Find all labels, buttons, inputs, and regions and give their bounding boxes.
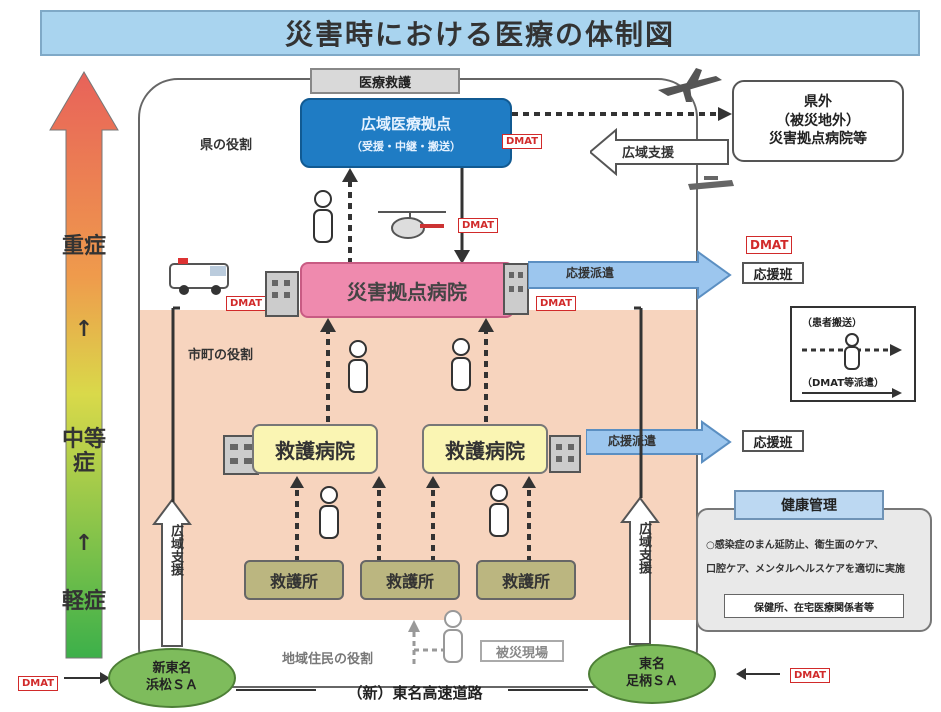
first-aid-station-1: 救護所	[244, 560, 344, 600]
outside-line2: （被災地外）	[776, 112, 860, 129]
base-title: 広域医療拠点	[360, 114, 451, 133]
medical-aid-label: 医療救護	[310, 68, 460, 94]
page-title: 災害時における医療の体制図	[40, 10, 920, 56]
transport-plane-icon	[688, 176, 734, 190]
support-team-box: 応援班	[742, 430, 804, 452]
arrow-right-icon	[64, 672, 110, 684]
disaster-base-hospital: 災害拠点病院	[300, 262, 514, 318]
severity-arrow	[49, 71, 119, 659]
dotted-up-arrow	[342, 168, 358, 264]
dmat-dispatch-dotted	[512, 107, 732, 121]
dotted-up-arrow	[522, 476, 536, 562]
wide-support-label: 広域支援	[622, 146, 675, 161]
person-icon	[489, 484, 509, 537]
first-aid-station-3: 救護所	[476, 560, 576, 600]
sa-left-line2: 浜松ＳＡ	[145, 678, 198, 693]
highway-label: （新）東名高速道路	[347, 684, 483, 702]
dmat-badge: DMAT	[226, 296, 267, 311]
outside-line1: 県外	[804, 93, 832, 110]
hospital-building-icon	[549, 435, 581, 473]
resident-dotted-arrow	[408, 620, 444, 664]
dotted-up-arrow	[478, 318, 494, 422]
sa-right-line1: 東名	[638, 657, 665, 673]
pref-role-label: 県の役割	[200, 138, 253, 153]
health-management-header: 健康管理	[734, 490, 884, 520]
support-team-box: 応援班	[742, 262, 804, 284]
outside-disaster-hospitals: 県外 （被災地外） 災害拠点病院等	[732, 80, 904, 162]
outside-line3: 災害拠点病院等	[769, 131, 867, 148]
health-line-2: 口腔ケア、メンタルヘルスケアを適切に実施	[706, 564, 905, 575]
airplane-icon	[658, 68, 722, 102]
arrow-left-icon	[736, 668, 780, 680]
severity-middle: 中等症	[62, 427, 107, 477]
sa-right: 東名 足柄ＳＡ	[588, 644, 716, 704]
dotted-up-arrow	[290, 476, 304, 562]
helicopter-icon	[378, 211, 446, 239]
person-icon	[348, 340, 368, 393]
dmat-badge: DMAT	[18, 676, 59, 691]
dotted-up-arrow	[426, 476, 440, 562]
legend-dmat-dispatch: （DMAT等派遣）	[802, 378, 885, 389]
severity-arrow-1: ↑	[74, 317, 94, 342]
dmat-badge: DMAT	[790, 668, 831, 683]
wide-support-arrow	[590, 128, 729, 176]
severity-arrow-2: ↑	[74, 531, 94, 556]
municipal-role-label: 市町の役割	[188, 348, 254, 363]
wide-area-medical-base: 広域医療拠点 （受援・中継・搬送）	[300, 98, 512, 168]
legend-patient-transport: （患者搬送）	[802, 318, 862, 329]
highway-line	[236, 689, 588, 691]
dmat-badge: DMAT	[746, 236, 793, 254]
right-route-line	[634, 306, 643, 498]
wide-support-up-arrow	[152, 498, 192, 647]
person-icon	[319, 486, 339, 539]
person-icon	[313, 190, 333, 243]
hospital-building-icon	[503, 263, 529, 315]
dmat-badge: DMAT	[502, 134, 543, 149]
wide-support-vertical-right: 広域支援	[636, 522, 651, 574]
support-dispatch-label-1: 応援派遣	[566, 266, 615, 280]
dotted-up-arrow	[372, 476, 386, 562]
support-dispatch-arrow	[528, 250, 732, 300]
rescue-hospital-1: 救護病院	[252, 424, 378, 474]
dmat-badge: DMAT	[458, 218, 499, 233]
sa-right-line2: 足柄ＳＡ	[625, 674, 678, 689]
base-sub: （受援・中継・搬送）	[351, 139, 461, 153]
legend: （患者搬送） （DMAT等派遣）	[790, 306, 916, 402]
support-dispatch-label-2: 応援派遣	[608, 434, 657, 448]
person-icon	[451, 338, 471, 391]
hospital-building-icon	[265, 271, 299, 317]
rescue-hospital-2: 救護病院	[422, 424, 548, 474]
resident-role-label: 地域住民の役割	[282, 652, 374, 667]
resident-person-icon	[443, 610, 463, 663]
sa-left: 新東名 浜松ＳＡ	[108, 648, 236, 708]
severity-top: 重症	[62, 234, 107, 259]
legend-solid-arrow	[802, 388, 902, 398]
legend-dotted-arrow	[802, 333, 902, 370]
disaster-site-box: 被災現場	[480, 640, 564, 662]
first-aid-station-2: 救護所	[360, 560, 460, 600]
support-dispatch-arrow	[586, 420, 732, 464]
health-sub-box: 保健所、在宅医療関係者等	[724, 594, 904, 618]
health-line-1: ○感染症のまん延防止、衛生面のケア、	[706, 540, 884, 551]
solid-down-arrow	[454, 168, 470, 264]
sa-left-line1: 新東名	[152, 661, 192, 677]
severity-bottom: 軽症	[62, 589, 107, 614]
left-route-line	[171, 306, 180, 502]
dotted-up-arrow	[320, 318, 336, 422]
wide-support-vertical-left: 広域支援	[168, 524, 183, 576]
dmat-badge: DMAT	[536, 296, 577, 311]
ambulance-icon	[169, 258, 229, 295]
